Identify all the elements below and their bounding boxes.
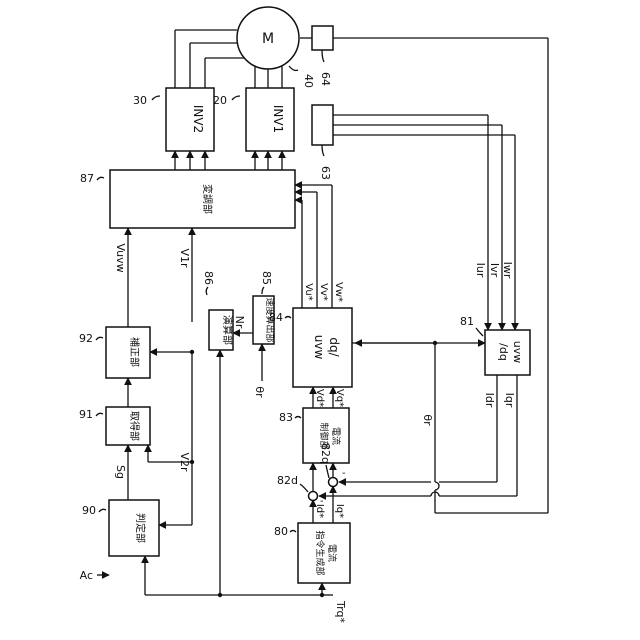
- ref-84: 84: [269, 311, 283, 324]
- signal-iq-star: Iq*: [334, 504, 345, 518]
- signal-iqr: Iqr: [503, 393, 516, 408]
- signal-iwr: Iwr: [501, 262, 514, 279]
- signal-trq: Trq*: [334, 600, 347, 623]
- dq-uvw-label-line1: dq/: [327, 337, 341, 357]
- signal-v2r: V2r: [178, 452, 191, 472]
- current-cmd-label-line1: 電流: [326, 544, 338, 562]
- ref-87: 87: [80, 172, 94, 185]
- signal-ivr: Ivr: [488, 263, 501, 278]
- ref-83: 83: [279, 411, 293, 424]
- modulator-label: 変調部: [201, 184, 214, 214]
- ref-85: 85: [260, 271, 273, 285]
- signal-ac: Ac: [80, 569, 93, 582]
- signal-theta-r-bus: θr: [421, 414, 434, 426]
- inv1-label: INV1: [271, 105, 285, 133]
- ref-82q: 82q: [319, 443, 332, 464]
- ref-90: 90: [82, 504, 96, 517]
- uvw-dq-label-line2: /dq: [497, 343, 510, 361]
- ref-20: 20: [213, 94, 227, 107]
- signal-vw: Vw*: [333, 282, 344, 302]
- signal-vq: Vq*: [334, 389, 345, 407]
- signal-sg: Sg: [114, 465, 127, 479]
- ref-30: 30: [133, 94, 147, 107]
- current-sensor-box: [312, 105, 333, 145]
- signal-vv: Vv*: [318, 283, 329, 301]
- ref-91: 91: [79, 408, 93, 421]
- ref-80: 80: [274, 525, 288, 538]
- ref-63: 63: [319, 166, 332, 180]
- ref-81: 81: [460, 315, 474, 328]
- summing-junction-q: [329, 478, 338, 487]
- inv2-label: INV2: [191, 105, 205, 133]
- signal-vd: Vd*: [314, 389, 325, 407]
- current-cmd-label-line2: 指令生成部: [314, 530, 326, 575]
- signal-iur: Iur: [474, 263, 487, 278]
- ref-86: 86: [202, 271, 215, 285]
- inv2-block: [166, 88, 214, 151]
- ref-92: 92: [79, 332, 93, 345]
- calculator-label: 演算部: [221, 315, 234, 345]
- minus-sign-q: -: [342, 468, 346, 479]
- signal-vuvw: Vuvw: [114, 243, 127, 272]
- inv1-block: [246, 88, 294, 151]
- signal-vu: Vu*: [303, 283, 314, 301]
- acquirer-label: 取得部: [128, 411, 141, 441]
- determiner-block: [109, 500, 159, 556]
- signal-idr: Idr: [483, 393, 496, 408]
- acquirer-block: [106, 407, 150, 445]
- dq-uvw-label-line2: uvw: [312, 335, 326, 360]
- motor-label: M: [262, 31, 274, 47]
- encoder-box: [312, 26, 333, 50]
- corrector-block: [106, 327, 150, 378]
- signal-id-star: Id*: [314, 504, 325, 518]
- ref-40: 40: [302, 74, 315, 88]
- signal-v1r: V1r: [178, 248, 191, 268]
- ref-64: 64: [319, 72, 332, 86]
- determiner-label: 判定部: [134, 513, 147, 543]
- corrector-label: 補正部: [128, 337, 141, 367]
- uvw-dq-label-line1: uvw: [511, 341, 524, 363]
- ref-82d: 82d: [277, 474, 298, 487]
- signal-theta-r-speed: θr: [253, 386, 266, 398]
- summing-junction-d: [309, 492, 318, 501]
- signal-nr: Nr: [233, 316, 246, 329]
